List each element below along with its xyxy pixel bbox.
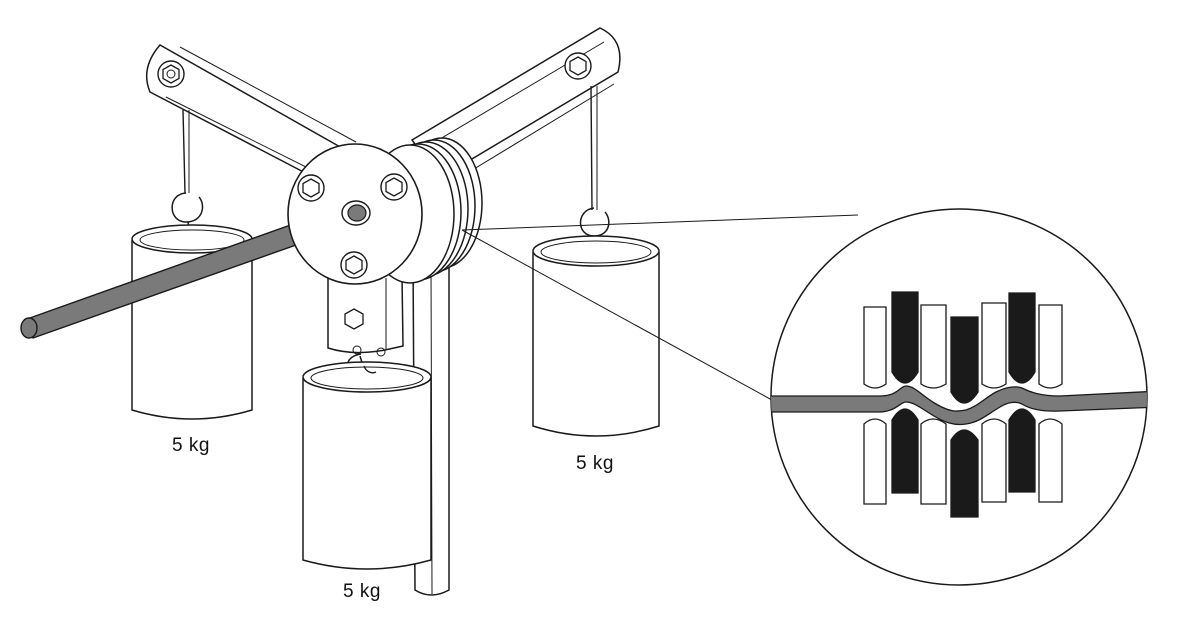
magnifier-leader-lines	[461, 214, 859, 401]
hub-bolt-top-left	[297, 174, 325, 202]
left-weight-label: 5 kg	[172, 435, 210, 456]
fiber-strand	[771, 385, 1147, 426]
right-weight-label: 5 kg	[576, 453, 614, 474]
center-bracket-bolt	[344, 308, 364, 330]
right-arm-bolt	[564, 52, 592, 80]
hub-bolt-top-right	[380, 173, 408, 201]
needles-bottom	[863, 408, 1063, 518]
center-bracket	[327, 275, 404, 357]
needles-top	[863, 291, 1063, 404]
left-arm-bolt	[157, 60, 185, 88]
left-hanger-wire	[182, 109, 190, 194]
hub-center-hole	[341, 200, 371, 226]
right-hanger-wire	[590, 85, 598, 211]
hub-bolt-bottom	[340, 251, 368, 279]
center-weight-cylinder	[302, 361, 432, 570]
center-weight-label: 5 kg	[343, 581, 381, 602]
right-weight-cylinder	[532, 235, 660, 437]
